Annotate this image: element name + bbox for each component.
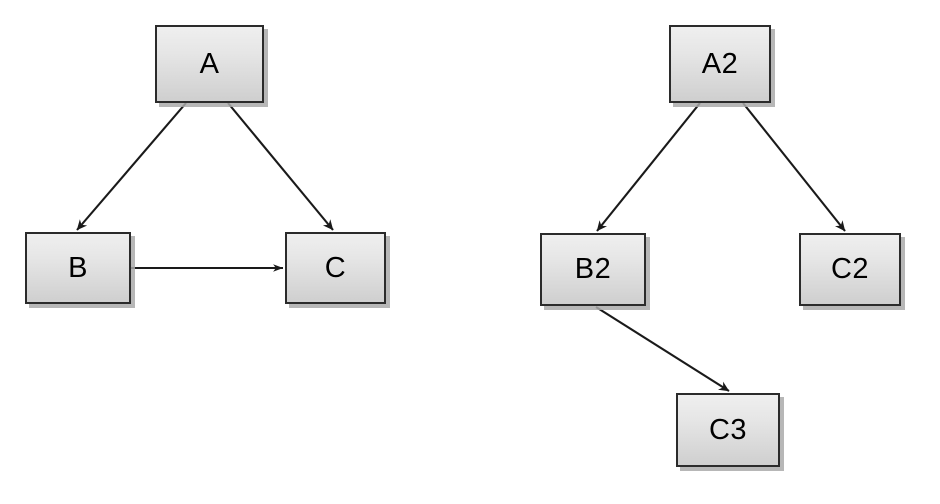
- edge-a2-to-b2: [596, 102, 701, 232]
- node-label: B2: [574, 253, 612, 285]
- node-b[interactable]: B: [25, 232, 131, 304]
- edge-b2-to-c3: [595, 306, 730, 392]
- node-c[interactable]: C: [285, 232, 386, 304]
- node-a[interactable]: A: [155, 25, 264, 103]
- node-b2[interactable]: B2: [540, 233, 646, 306]
- node-label: C3: [708, 413, 748, 446]
- node-c2[interactable]: C2: [799, 233, 901, 306]
- edge-a2-to-c2: [742, 102, 846, 232]
- node-label: A2: [701, 47, 739, 80]
- node-label: B: [68, 251, 88, 284]
- node-label: A: [199, 47, 220, 80]
- node-label: C2: [830, 253, 870, 285]
- edge-a-to-c: [227, 102, 334, 231]
- node-a2[interactable]: A2: [669, 25, 771, 103]
- node-label: C: [324, 251, 347, 284]
- edge-a-to-b: [76, 102, 187, 231]
- node-c3[interactable]: C3: [676, 393, 780, 467]
